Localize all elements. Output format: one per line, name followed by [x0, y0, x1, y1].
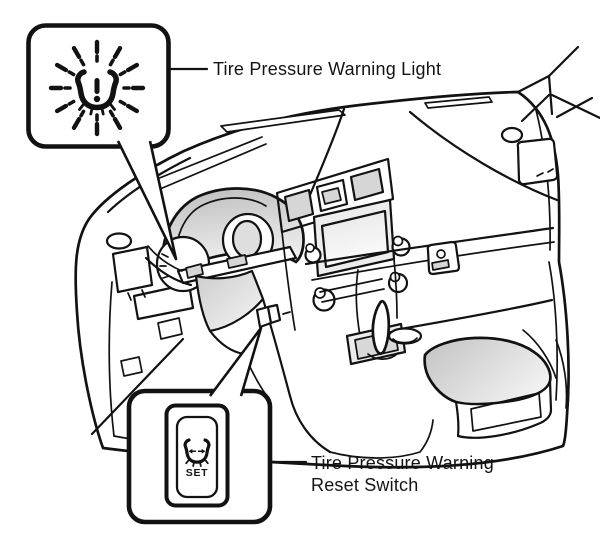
reset-switch-callout: SET Tire Pressure Warning Reset Switch — [126, 326, 494, 525]
side-speaker — [105, 232, 133, 250]
tpms-warning-light-icon — [51, 42, 143, 134]
glove-box — [304, 226, 555, 338]
center-vent-left — [283, 188, 315, 223]
steering-column — [194, 269, 292, 401]
door-tweeter — [500, 126, 524, 144]
center-vent-right — [349, 167, 385, 202]
dashboard-line-art — [74, 45, 600, 469]
door-handle — [516, 137, 559, 186]
center-console — [288, 300, 568, 459]
vent-bezel — [275, 157, 395, 234]
reset-switch-set-label: SET — [186, 467, 209, 479]
reset-switch-pointer — [208, 326, 263, 397]
reset-switch-on-dash — [255, 303, 291, 329]
steering-wheel-rim — [144, 256, 193, 287]
center-stack — [275, 157, 411, 352]
reset-switch-label-line1: Tire Pressure Warning — [311, 453, 494, 473]
defroster-vents — [220, 96, 493, 133]
passenger-door — [500, 126, 559, 401]
cup-holder — [387, 327, 423, 345]
side-vent — [111, 245, 154, 294]
dash-body — [74, 90, 570, 469]
reset-switch-label-line2: Reset Switch — [311, 475, 418, 495]
column-shroud — [194, 269, 265, 333]
warning-light-callout: Tire Pressure Warning Light — [26, 23, 441, 261]
glove-box-handle — [426, 240, 461, 276]
shift-lever — [371, 300, 391, 355]
tpms-reset-icon — [184, 439, 210, 467]
a-pillar-lines — [146, 45, 600, 193]
warning-light-label: Tire Pressure Warning Light — [213, 59, 441, 79]
warning-light-pointer — [116, 140, 178, 261]
reset-switch-button — [175, 415, 219, 499]
